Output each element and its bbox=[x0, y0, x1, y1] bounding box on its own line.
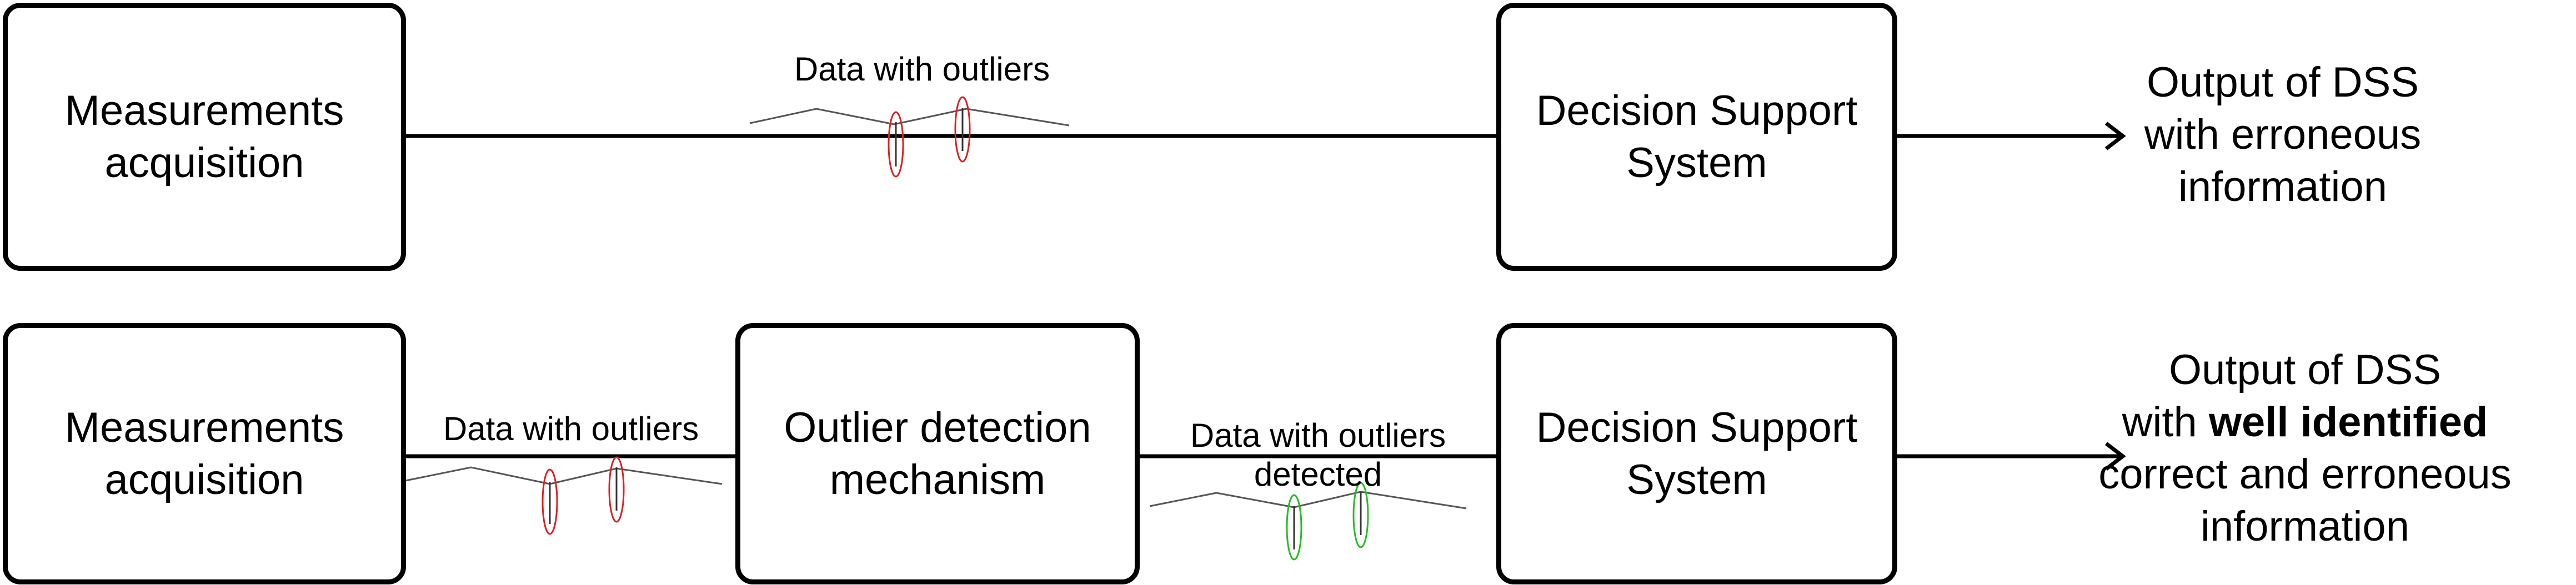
outlier-marker bbox=[542, 468, 558, 535]
decision-support-system-label: Decision Support System bbox=[1536, 87, 1858, 186]
detected-marker bbox=[1352, 482, 1369, 548]
signal-trace-bottom-2 bbox=[1149, 491, 1467, 510]
output-top-line-1: Output of DSS bbox=[2146, 59, 2419, 106]
data-with-outliers-detected-label: Data with outliers detected bbox=[1137, 416, 1499, 494]
signal-trace-bottom-1 bbox=[405, 466, 723, 485]
data-with-outliers-label: Data with outliers bbox=[443, 410, 699, 447]
data-with-outliers-detected-line-2: detected bbox=[1254, 456, 1382, 493]
signal-trace-top bbox=[749, 108, 1070, 127]
detected-marker bbox=[1286, 494, 1302, 561]
outlier-marker bbox=[954, 96, 971, 163]
decision-support-system-box: Decision Support System bbox=[1496, 3, 1897, 271]
outlier-detection-mechanism-box: Outlier detection mechanism bbox=[735, 323, 1140, 584]
data-with-outliers-detected-line-1: Data with outliers bbox=[1190, 417, 1446, 454]
decision-support-system-box: Decision Support System bbox=[1496, 323, 1897, 584]
output-bottom-line-2-prefix: with bbox=[2122, 399, 2209, 446]
measurements-acquisition-label: Measurements acquisition bbox=[64, 404, 344, 503]
arrowhead-top bbox=[2104, 122, 2126, 150]
decision-support-system-label: Decision Support System bbox=[1536, 404, 1858, 503]
arrowhead-bottom bbox=[2104, 442, 2126, 471]
output-bottom-line-2: with well identified bbox=[2094, 396, 2516, 448]
outlier-marker bbox=[888, 111, 904, 178]
output-bottom-line-1: Output of DSS bbox=[2168, 346, 2442, 394]
outlier-marker bbox=[608, 456, 625, 523]
measurements-acquisition-box: Measurements acquisition bbox=[3, 3, 406, 271]
outlier-detection-mechanism-label: Outlier detection mechanism bbox=[784, 404, 1091, 503]
output-top: Output of DSS with erroneous information bbox=[2099, 57, 2466, 213]
output-bottom-emphasis: well identified bbox=[2208, 399, 2488, 446]
output-bottom: Output of DSS with well identified corre… bbox=[2094, 344, 2516, 553]
data-with-outliers-label: Data with outliers bbox=[794, 51, 1050, 88]
measurements-acquisition-box: Measurements acquisition bbox=[3, 323, 406, 584]
output-bottom-line-4: information bbox=[2201, 503, 2409, 550]
output-top-line-3: information bbox=[2178, 163, 2387, 210]
output-top-line-2: with erroneous bbox=[2144, 111, 2422, 158]
measurements-acquisition-label: Measurements acquisition bbox=[64, 87, 344, 186]
output-bottom-line-3: correct and erroneous bbox=[2098, 451, 2512, 498]
